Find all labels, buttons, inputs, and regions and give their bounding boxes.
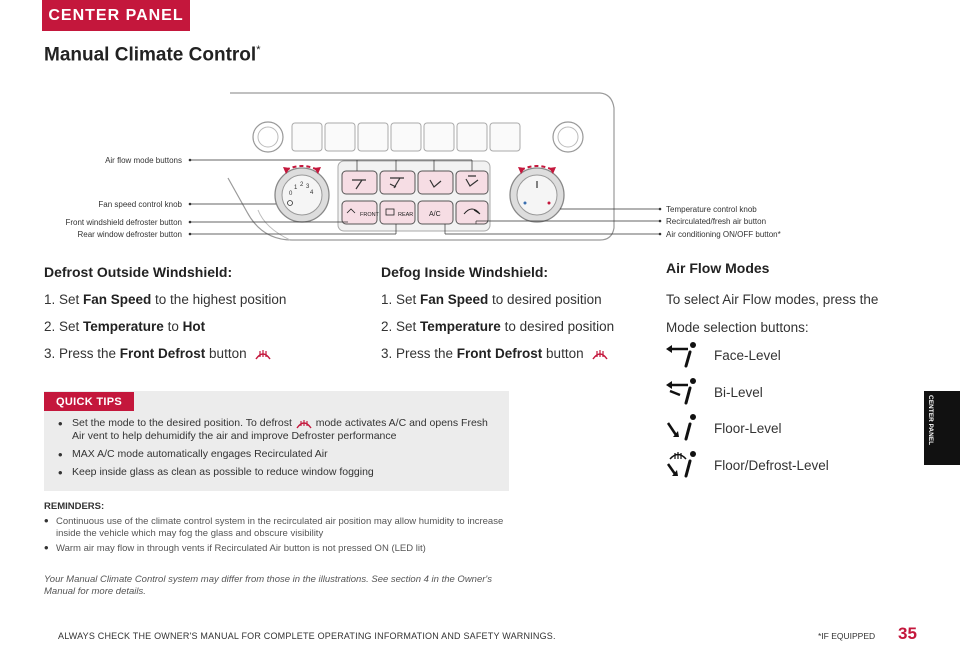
reminder-2: Warm air may flow in through vents if Re…: [44, 542, 504, 555]
reminders-list: Continuous use of the climate control sy…: [44, 515, 504, 559]
fan-num-3: 3: [306, 184, 310, 190]
mode-buttons: [341, 170, 489, 195]
fan-num-1: 1: [294, 185, 298, 191]
face-level-label: Face-Level: [714, 347, 781, 363]
label-rear-defroster: Rear window defroster button: [77, 230, 183, 239]
label-temperature-knob: Temperature control knob: [666, 205, 757, 214]
quick-tips-label: QUICK TIPS: [44, 392, 134, 411]
ac-button-text: A/C: [429, 211, 441, 218]
reminders-heading: REMINDERS:: [44, 501, 105, 512]
air-flow-mode-bi-level: Bi-Level: [666, 377, 763, 407]
front-defrost-icon: [592, 350, 608, 360]
floor-defrost-label: Floor/Defrost-Level: [714, 457, 829, 473]
reminder-1: Continuous use of the climate control sy…: [44, 515, 504, 539]
air-flow-mode-floor: Floor-Level: [666, 413, 782, 443]
air-flow-mode-face: Face-Level: [666, 340, 781, 370]
face-level-icon: [666, 342, 696, 368]
air-flow-modes-description: To select Air Flow modes, press the Mode…: [666, 292, 879, 335]
quick-tip-2: MAX A/C mode automatically engages Recir…: [58, 448, 503, 461]
footer-warning: ALWAYS CHECK THE OWNER'S MANUAL FOR COMP…: [58, 631, 556, 641]
label-front-defroster: Front windshield defroster button: [65, 218, 182, 227]
front-defrost-icon: [296, 420, 312, 429]
footer-if-equipped: *IF EQUIPPED: [818, 631, 876, 641]
defog-inside-step-3: 3. Press the Front Defrost button: [381, 346, 609, 361]
label-ac-button: Air conditioning ON/OFF button*: [666, 230, 781, 239]
side-section-tab[interactable]: CENTER PANEL: [924, 391, 960, 465]
quick-tip-3: Keep inside glass as clean as possible t…: [58, 466, 503, 479]
floor-level-icon: [666, 414, 696, 441]
page-title-text: Manual Climate Control: [44, 44, 257, 66]
defrost-outside-step-2: 2. Set Temperature to Hot: [44, 319, 206, 334]
fan-speed-knob: 0 1 2 3 4: [274, 167, 330, 223]
defrost-outside-heading: Defrost Outside Windshield:: [44, 264, 233, 280]
front-button-text: FRONT: [360, 212, 380, 218]
floor-level-label: Floor-Level: [714, 420, 782, 436]
leader-lines: [190, 159, 660, 235]
climate-panel-diagram: 0 1 2 3 4 FRONT: [188, 92, 662, 241]
bi-level-label: Bi-Level: [714, 384, 763, 400]
page-number: 35: [898, 624, 917, 643]
defog-inside-heading: Defog Inside Windshield:: [381, 264, 549, 280]
rear-button-text: REAR: [398, 212, 413, 218]
quick-tip-1: Set the mode to the desired position. To…: [58, 417, 503, 443]
left-vent-knob: [252, 121, 284, 153]
fan-num-4: 4: [310, 190, 314, 196]
fan-num-0: 0: [289, 191, 293, 197]
vent-slots: [291, 122, 521, 152]
right-vent-knob: [552, 121, 584, 153]
fan-num-2: 2: [300, 182, 304, 188]
floor-defrost-icon: [666, 451, 696, 478]
air-flow-modes-heading: Air Flow Modes: [666, 260, 770, 276]
defrost-outside-step-1: 1. Set Fan Speed to the highest position: [44, 292, 287, 307]
front-defrost-icon: [255, 350, 271, 360]
defrost-outside-step-3: 3. Press the Front Defrost button: [44, 346, 272, 361]
air-flow-mode-floor-defrost: Floor/Defrost-Level: [666, 450, 829, 480]
console-outline: [227, 92, 615, 241]
temperature-knob: [509, 167, 565, 223]
bi-level-icon: [666, 378, 696, 405]
quick-tips-list: Set the mode to the desired position. To…: [58, 417, 503, 484]
defog-inside-step-1: 1. Set Fan Speed to desired position: [381, 292, 602, 307]
title-asterisk: *: [256, 44, 261, 56]
defog-inside-step-2: 2. Set Temperature to desired position: [381, 319, 615, 334]
side-tab-label: CENTER PANEL: [927, 395, 934, 446]
label-air-flow-buttons: Air flow mode buttons: [105, 156, 182, 165]
section-tab: CENTER PANEL: [42, 0, 190, 31]
page-title: Manual Climate Control*: [44, 44, 260, 66]
label-recirc-button: Recirculated/fresh air button: [666, 217, 767, 226]
section-tab-label: CENTER PANEL: [48, 6, 184, 24]
manual-note: Your Manual Climate Control system may d…: [44, 574, 492, 597]
label-fan-speed-knob: Fan speed control knob: [98, 200, 182, 209]
